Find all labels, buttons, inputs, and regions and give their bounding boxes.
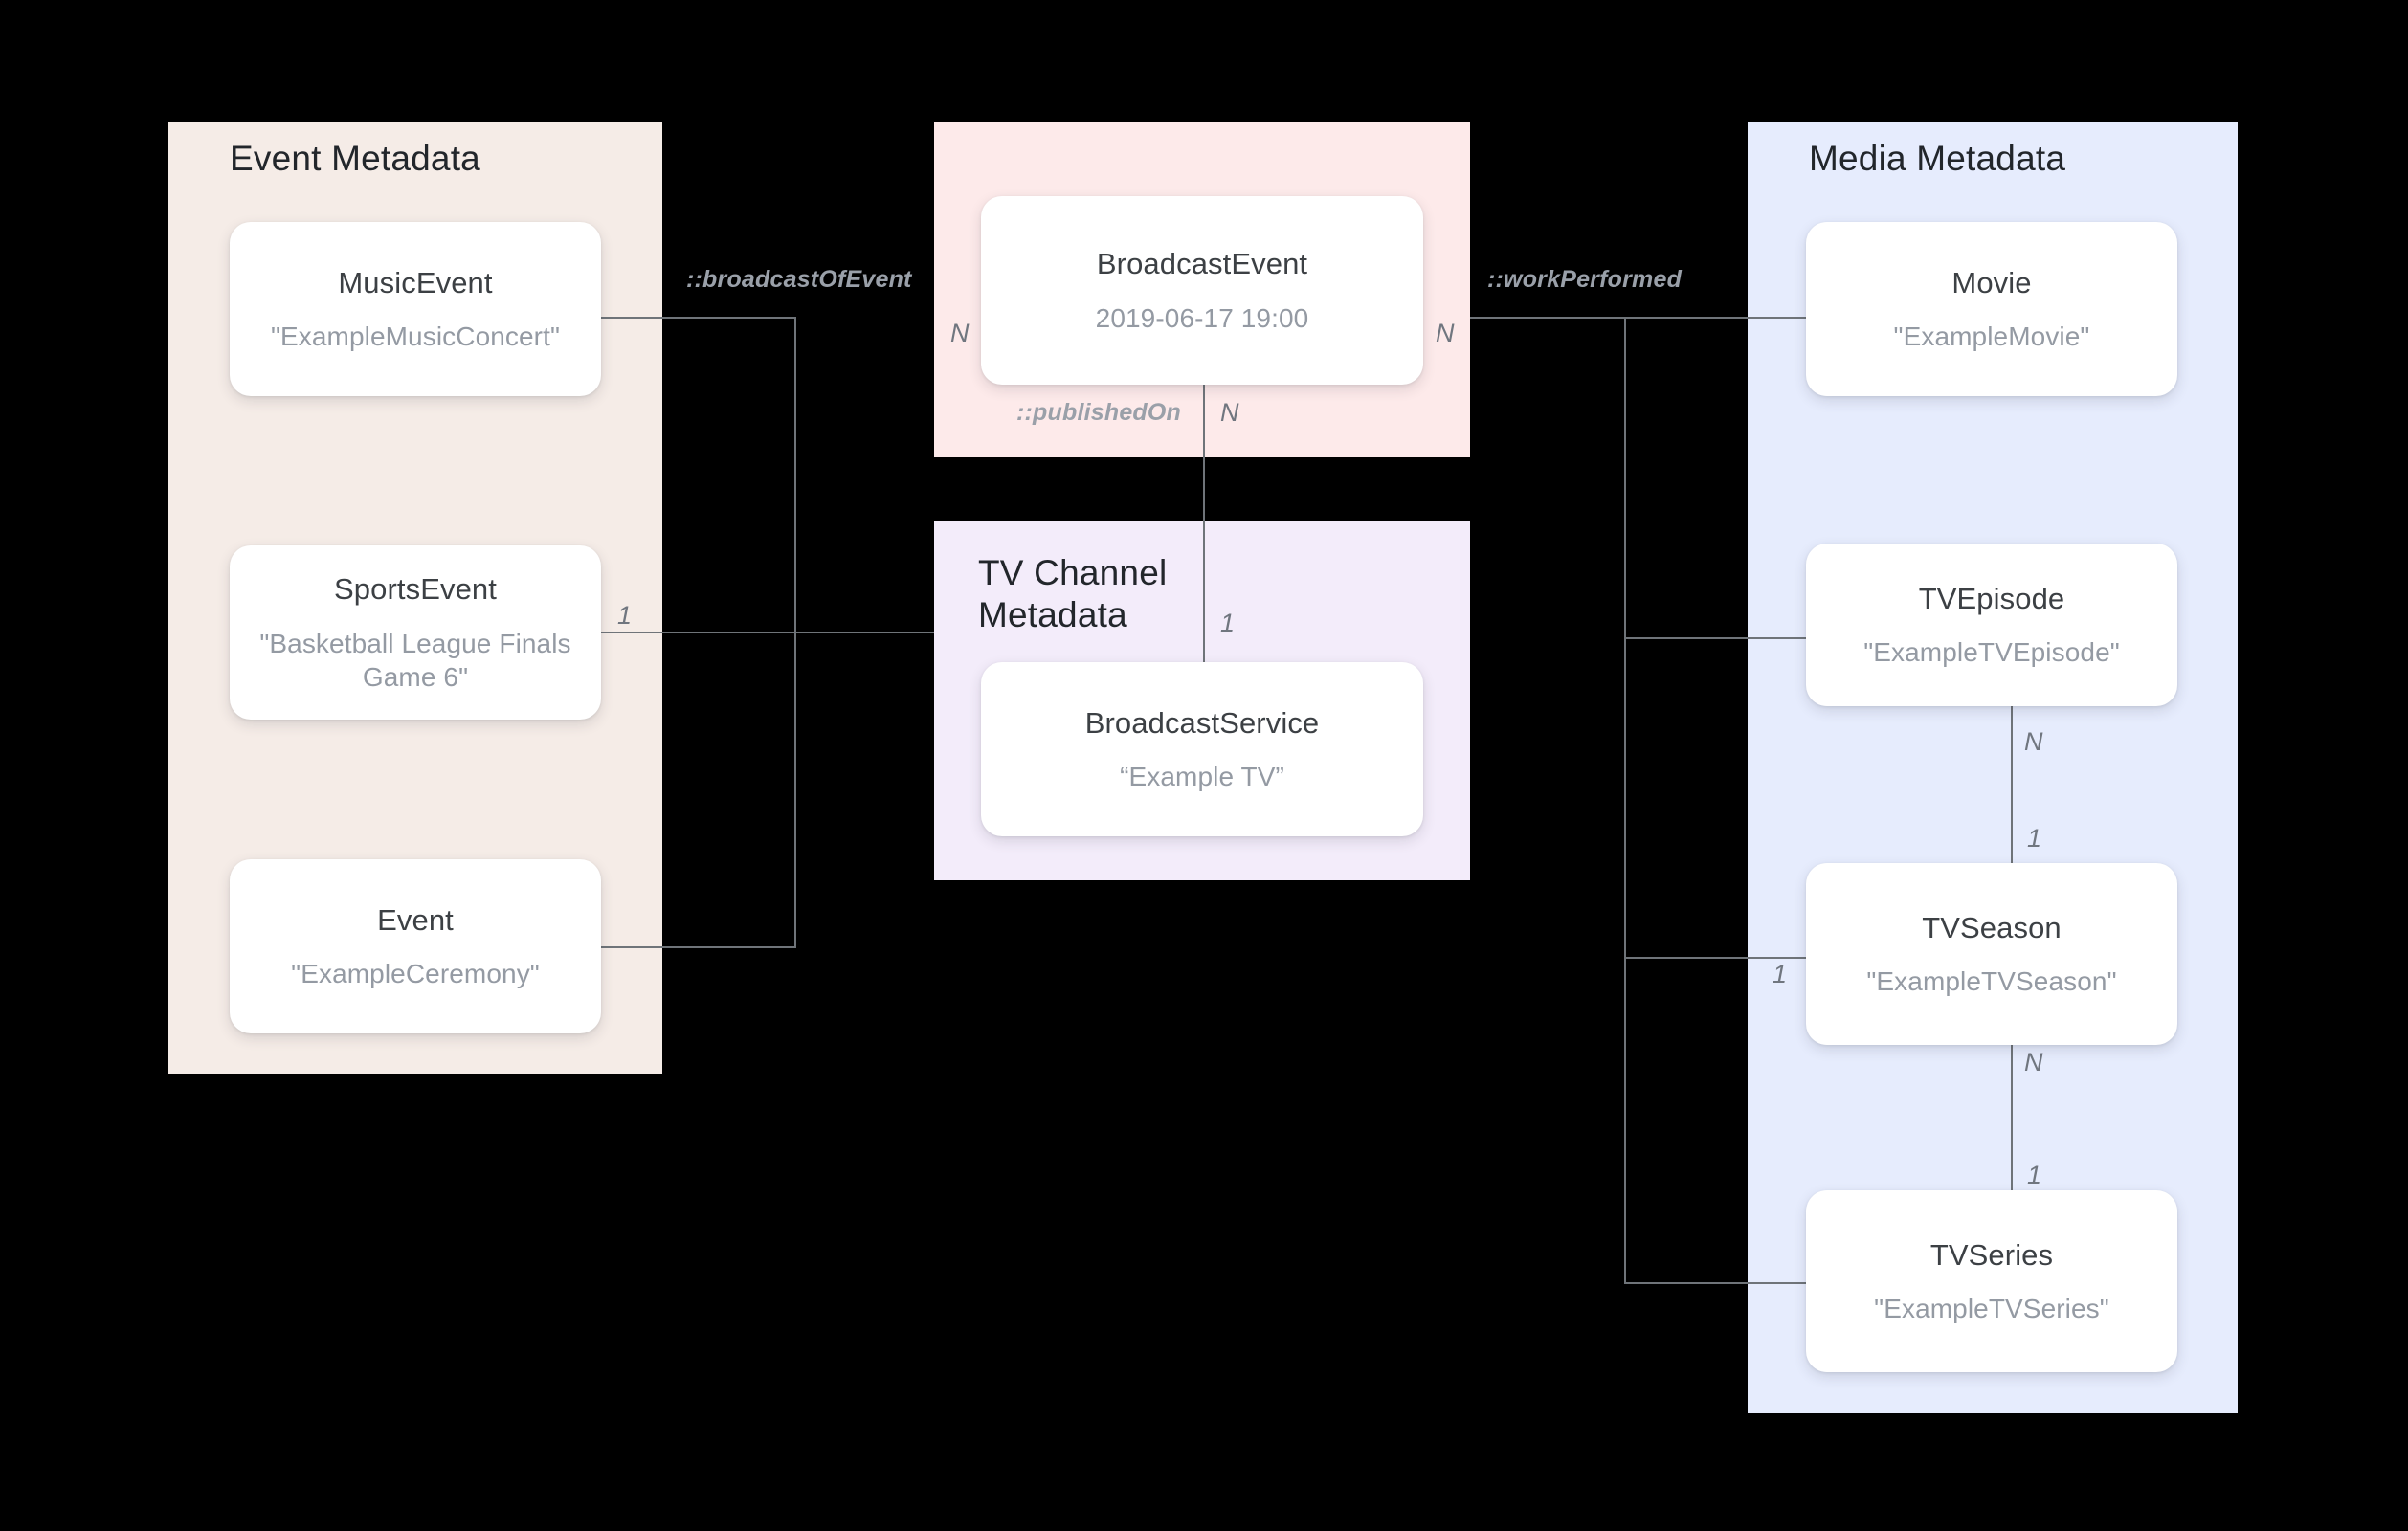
node-tv-episode-value: "ExampleTVEpisode" — [1863, 637, 2120, 668]
edge-tv-season-horizontal — [1624, 957, 1806, 959]
edge-season-series-vertical — [2011, 1045, 2013, 1242]
group-event-metadata-title: Event Metadata — [230, 139, 480, 178]
cardinality-broadcast-event-left: N — [950, 319, 970, 347]
node-broadcast-event[interactable]: BroadcastEvent 2019-06-17 19:00 — [981, 196, 1423, 385]
node-sports-event-title: SportsEvent — [334, 572, 497, 607]
node-sports-event[interactable]: SportsEvent "Basketball League Finals Ga… — [230, 545, 601, 720]
cardinality-sports-event-left: 1 — [617, 601, 633, 630]
node-broadcast-service-title: BroadcastService — [1084, 705, 1320, 740]
edge-broadcast-event-right-horizontal — [1470, 317, 1626, 319]
group-media-metadata-title: Media Metadata — [1809, 139, 2066, 178]
node-tv-season-title: TVSeason — [1922, 910, 2062, 944]
group-tv-channel-metadata-title: TV Channel Metadata — [978, 553, 1168, 634]
edge-tv-episode-horizontal — [1624, 637, 1806, 639]
node-music-event-value: "ExampleMusicConcert" — [270, 322, 561, 352]
relationship-label-broadcast-of-event: ::broadcastOfEvent — [686, 266, 912, 293]
node-broadcast-event-value: 2019-06-17 19:00 — [1095, 302, 1309, 333]
edge-movie-horizontal — [1624, 317, 1806, 319]
node-event[interactable]: Event "ExampleCeremony" — [230, 859, 601, 1033]
node-tv-series-value: "ExampleTVSeries" — [1874, 1294, 2109, 1324]
node-event-value: "ExampleCeremony" — [291, 959, 540, 989]
cardinality-broadcast-event-right: N — [1436, 319, 1455, 347]
cardinality-tv-season-top: 1 — [2027, 824, 2042, 853]
node-movie[interactable]: Movie "ExampleMovie" — [1806, 222, 2177, 396]
edge-tv-series-horizontal — [1624, 1282, 1806, 1284]
node-movie-value: "ExampleMovie" — [1893, 322, 2090, 352]
node-tv-episode[interactable]: TVEpisode "ExampleTVEpisode" — [1806, 544, 2177, 706]
node-music-event[interactable]: MusicEvent "ExampleMusicConcert" — [230, 222, 601, 396]
relationship-label-work-performed: ::workPerformed — [1487, 266, 1683, 293]
edge-music-event-horizontal — [601, 317, 795, 319]
relationship-label-published-on: ::publishedOn — [1016, 399, 1182, 426]
cardinality-broadcast-event-bottom: N — [1220, 398, 1239, 427]
node-broadcast-event-title: BroadcastEvent — [1096, 247, 1308, 281]
node-tv-series[interactable]: TVSeries "ExampleTVSeries" — [1806, 1190, 2177, 1372]
node-broadcast-service-value: “Example TV” — [1120, 762, 1284, 792]
cardinality-broadcast-service-top: 1 — [1220, 609, 1236, 637]
node-tv-season-value: "ExampleTVSeason" — [1866, 966, 2117, 997]
node-event-title: Event — [377, 902, 454, 937]
node-tv-season[interactable]: TVSeason "ExampleTVSeason" — [1806, 863, 2177, 1045]
edge-event-horizontal — [601, 946, 795, 948]
cardinality-tv-episode-bottom: N — [2024, 727, 2043, 756]
cardinality-tv-season-left: 1 — [1773, 960, 1788, 988]
node-music-event-title: MusicEvent — [338, 265, 493, 300]
edge-sports-event-horizontal — [601, 632, 934, 633]
node-movie-title: Movie — [1951, 265, 2032, 300]
edge-right-bus-vertical — [1624, 317, 1626, 1283]
node-broadcast-service[interactable]: BroadcastService “Example TV” — [981, 662, 1423, 836]
cardinality-tv-series-top: 1 — [2027, 1161, 2042, 1189]
node-sports-event-value: "Basketball League Finals Game 6" — [259, 628, 571, 692]
node-tv-series-title: TVSeries — [1929, 1237, 2054, 1272]
node-tv-episode-title: TVEpisode — [1918, 581, 2065, 615]
cardinality-tv-season-bottom: N — [2024, 1048, 2043, 1076]
edge-episode-season-vertical — [2011, 706, 2013, 903]
edge-published-on-vertical — [1203, 385, 1205, 662]
